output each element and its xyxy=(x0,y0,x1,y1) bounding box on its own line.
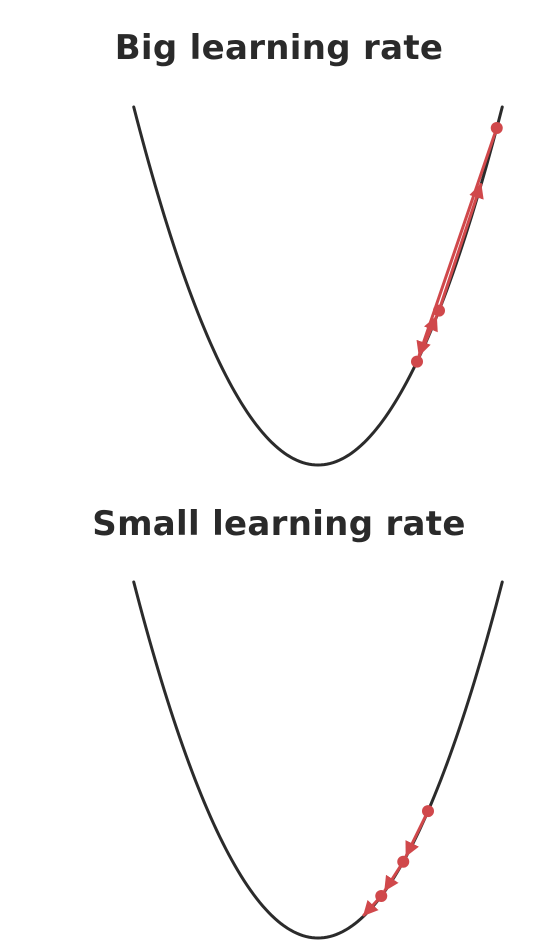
gradient-steps xyxy=(411,122,503,368)
title-big-learning-rate: Big learning rate xyxy=(114,28,444,68)
step-arrow xyxy=(383,864,403,892)
loss-curve xyxy=(132,580,504,940)
step-arrow xyxy=(439,183,484,308)
step-arrow xyxy=(417,315,438,359)
step-arrow xyxy=(404,814,428,857)
step-point xyxy=(411,355,423,368)
big-learning-rate-diagram xyxy=(132,105,504,467)
step-point xyxy=(433,304,445,317)
step-point xyxy=(397,855,410,868)
step-point xyxy=(490,122,503,135)
step-point xyxy=(422,805,434,818)
step-arrow xyxy=(362,898,380,917)
small-learning-rate-diagram xyxy=(132,580,504,940)
title-small-learning-rate: Small learning rate xyxy=(92,504,466,544)
gradient-steps xyxy=(362,805,434,917)
step-point xyxy=(375,890,388,903)
step-arrow xyxy=(416,131,497,357)
